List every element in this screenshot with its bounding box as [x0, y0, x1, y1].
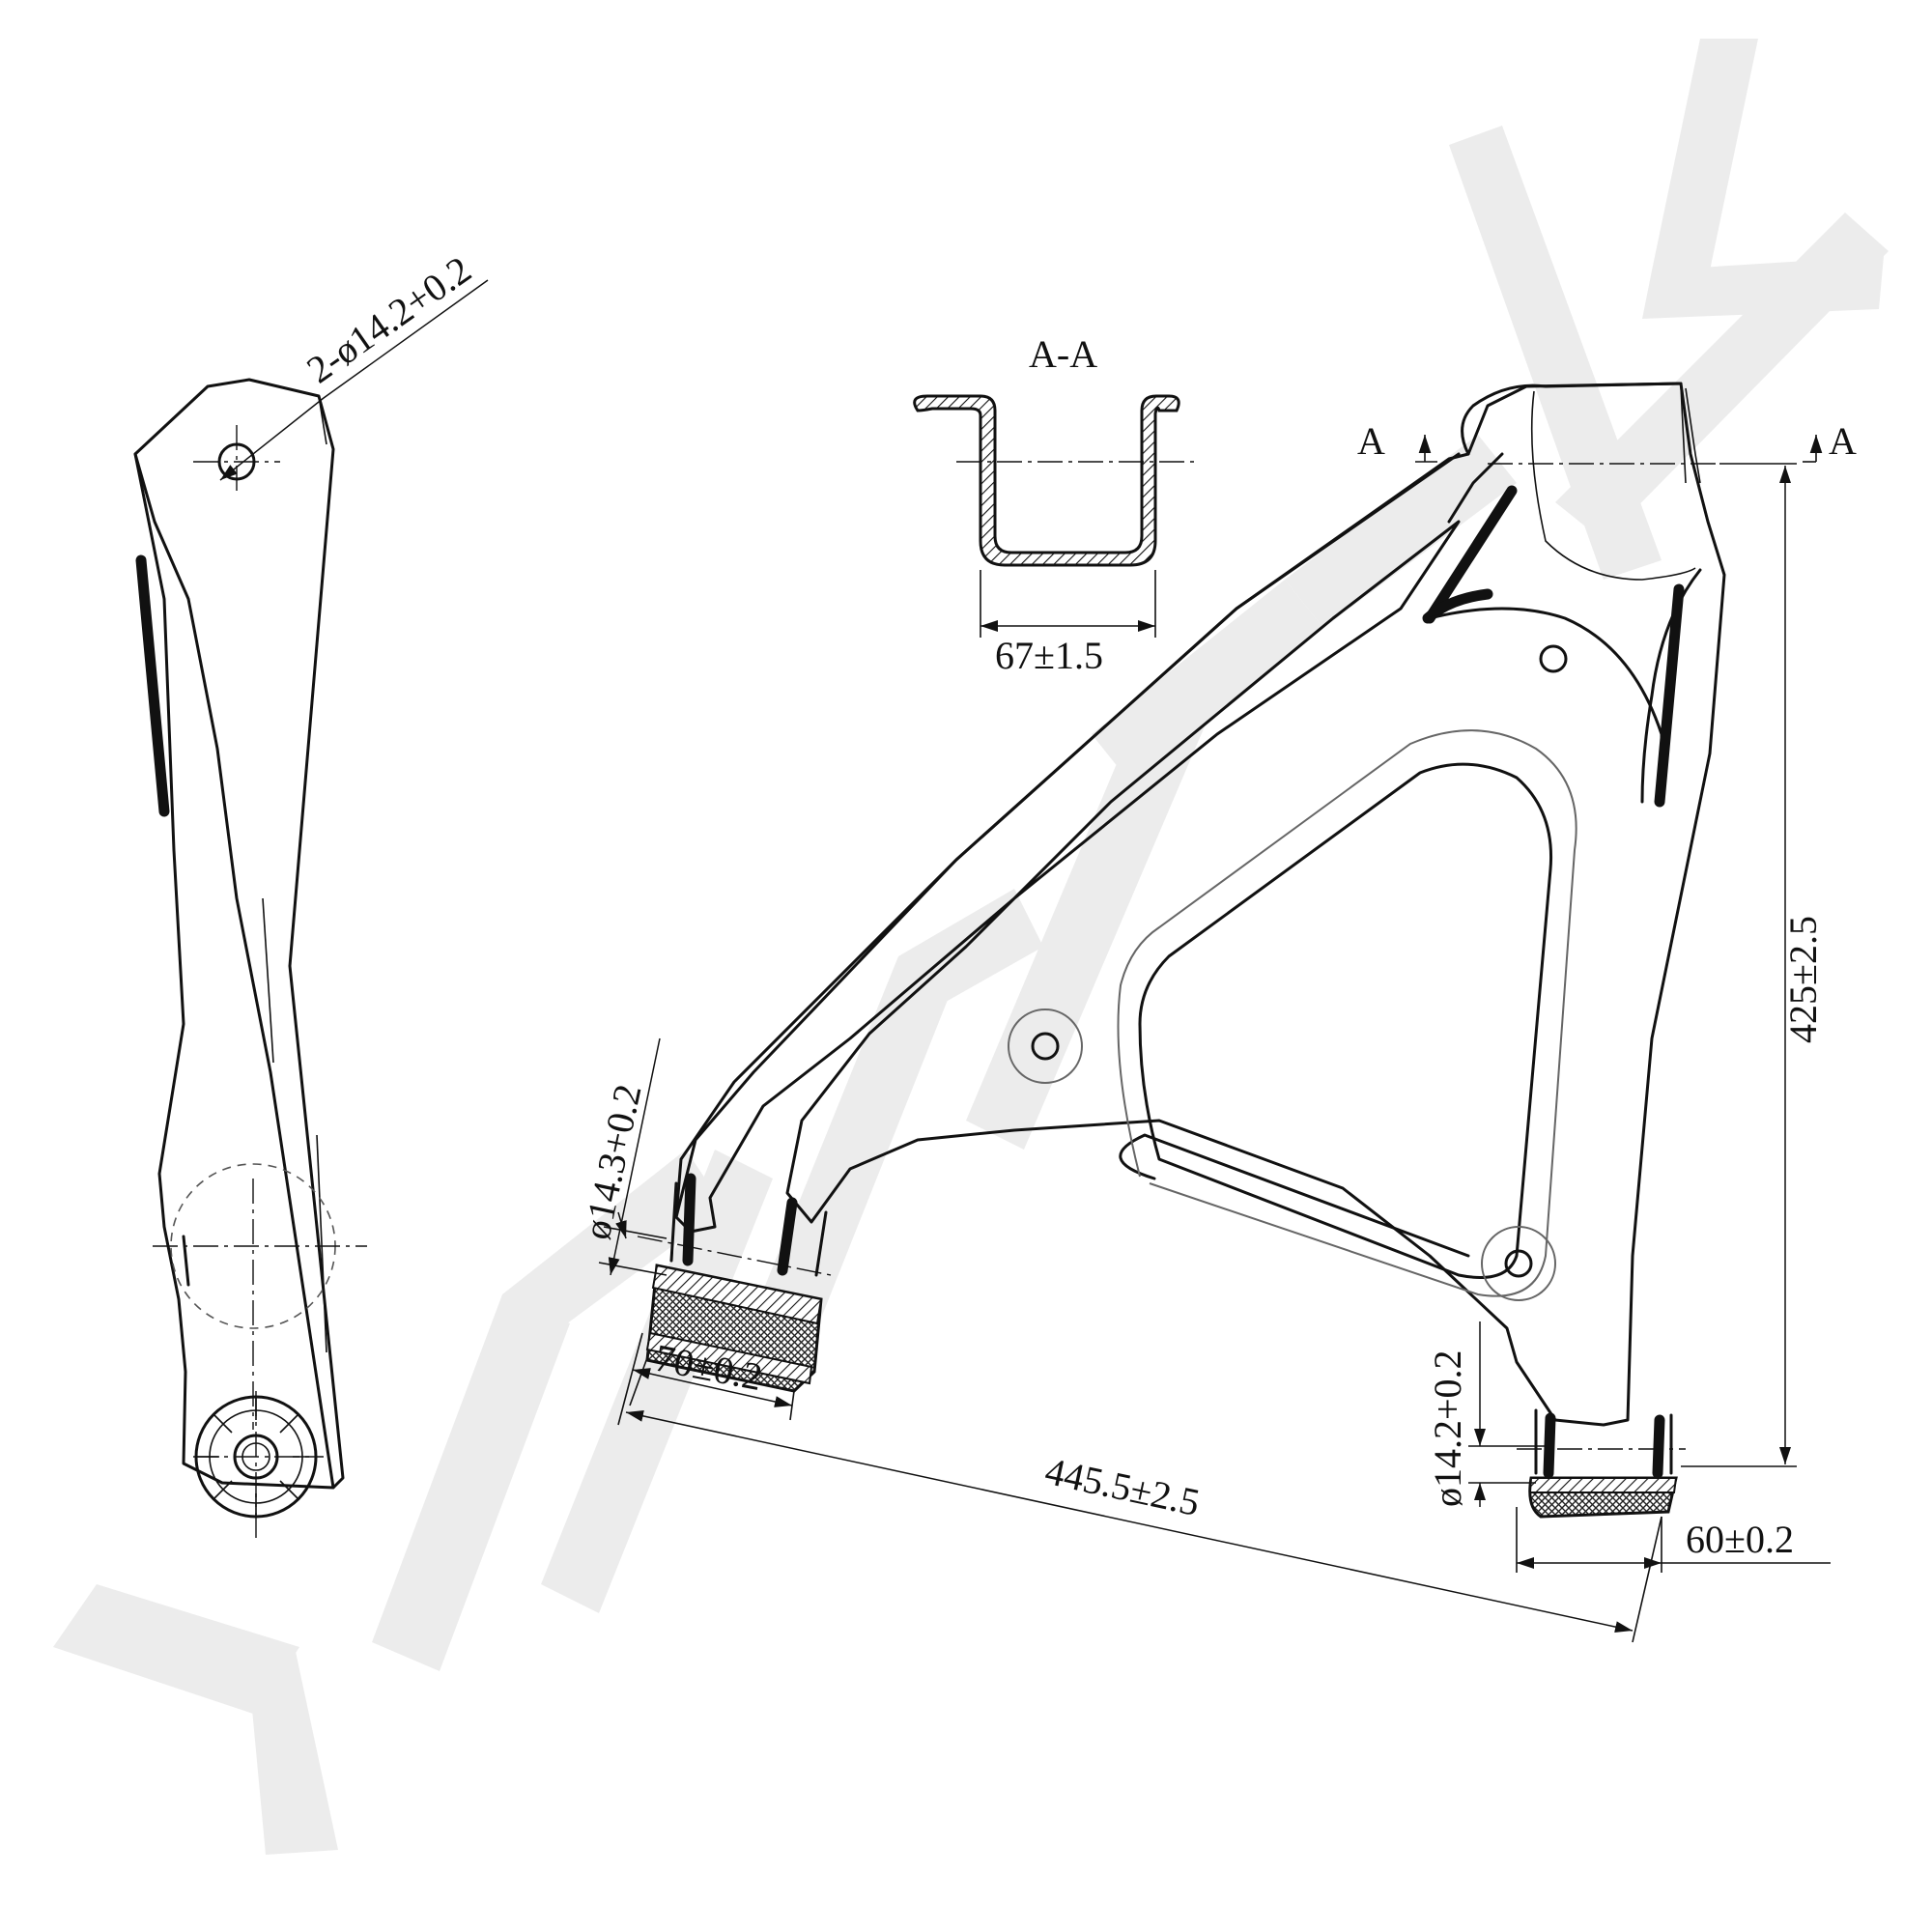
right-bushing-width: 60±0.2: [1686, 1518, 1794, 1561]
side-view: 2-ø14.2+0.2: [133, 247, 489, 1541]
left-bushing: [637, 1173, 832, 1393]
side-hole-dimension: 2-ø14.2+0.2: [298, 247, 478, 391]
right-bushing-diameter: ø14.2+0.2: [1426, 1350, 1469, 1507]
section-width-dimension: 67±1.5: [995, 634, 1103, 677]
length-dimension: 445.5±2.5: [1041, 1449, 1204, 1524]
section-mark-left: A: [1357, 419, 1385, 463]
front-hole-top: [1539, 644, 1568, 673]
section-mark-right: A: [1829, 419, 1857, 463]
front-view: A A 425±2.5 445.5±2.5 ø14.3+0.2 70±0.2 ø…: [575, 382, 1857, 1643]
front-hole-middle: [1031, 1032, 1060, 1061]
section-a-a: A-A 67±1.5: [913, 332, 1198, 677]
right-bushing: [1517, 1408, 1686, 1519]
front-hole-bottom: [1504, 1249, 1533, 1278]
height-dimension: 425±2.5: [1781, 916, 1825, 1043]
watermark-graphic: [53, 39, 1889, 1855]
section-title: A-A: [1029, 332, 1097, 376]
